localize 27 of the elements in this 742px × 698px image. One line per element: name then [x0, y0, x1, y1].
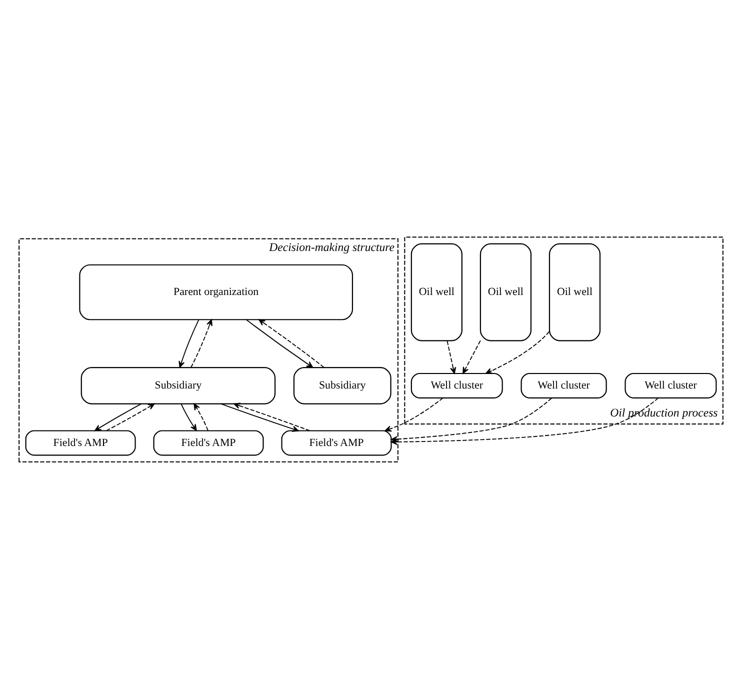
arrow: [106, 402, 155, 431]
arrow: [246, 318, 314, 368]
arrow: [190, 318, 212, 368]
node-box: Well cluster: [520, 372, 607, 398]
arrow: [462, 340, 481, 374]
arrow: [94, 402, 142, 431]
node-box: Field's AMP: [153, 430, 264, 456]
node-box: Well cluster: [624, 372, 717, 398]
arrow: [220, 402, 299, 432]
arrow: [390, 397, 552, 442]
arrow: [384, 396, 444, 432]
node-box: Parent organization: [79, 264, 354, 320]
node-box: Field's AMP: [25, 430, 136, 456]
node-box: Well cluster: [410, 372, 503, 398]
arrow: [485, 330, 550, 374]
node-box: Oil well: [548, 242, 601, 341]
node-box: Subsidiary: [80, 366, 276, 404]
node-box: Oil well: [410, 242, 462, 341]
node-box: Subsidiary: [293, 366, 392, 404]
arrow: [178, 318, 200, 368]
node-box: Oil well: [480, 242, 532, 341]
node-box: Field's AMP: [281, 430, 392, 456]
arrow: [180, 402, 197, 430]
arrow: [233, 402, 310, 431]
arrow: [258, 318, 324, 368]
arrow: [194, 402, 208, 430]
arrow: [446, 340, 456, 374]
